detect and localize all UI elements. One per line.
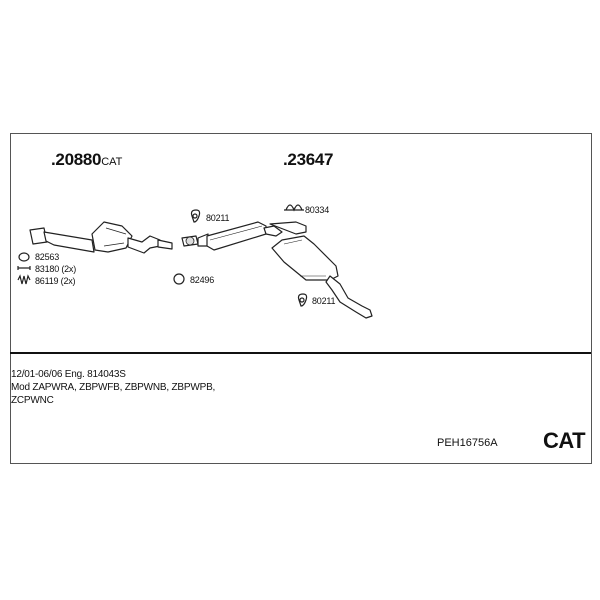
front-pipe-drawing bbox=[29, 221, 173, 254]
vehicle-info-line1: 12/01-06/06 Eng. 814043S bbox=[11, 369, 126, 380]
hanger-rear-label: 80211 bbox=[312, 296, 336, 306]
set-code: PEH16756A bbox=[437, 437, 498, 449]
top-border bbox=[10, 133, 591, 134]
hanger-rear-icon bbox=[297, 293, 308, 307]
cat-label: CAT bbox=[543, 428, 586, 453]
rubber-mount-icon bbox=[285, 204, 303, 212]
hanger-front-icon bbox=[190, 209, 201, 223]
bottom-border bbox=[10, 463, 591, 464]
hanger-front-label: 80211 bbox=[206, 213, 230, 223]
diagram-frame bbox=[10, 133, 592, 464]
part-number-rear-system: .23647 bbox=[283, 150, 334, 169]
rubber-mount-label: 80334 bbox=[305, 205, 330, 215]
fitting-icons bbox=[17, 204, 308, 307]
spring-label: 86119 (2x) bbox=[35, 276, 76, 286]
section-divider bbox=[10, 352, 591, 354]
front-pipe-number: .20880 bbox=[51, 150, 102, 169]
clamp-label: 82496 bbox=[190, 275, 215, 285]
vehicle-info-line3: ZCPWNC bbox=[11, 395, 54, 406]
front-pipe-suffix: CAT bbox=[101, 156, 123, 168]
bolt-icon bbox=[17, 266, 31, 270]
rear-system-drawing bbox=[181, 221, 373, 319]
clamp-icon bbox=[173, 273, 185, 285]
vehicle-info-line2: Mod ZAPWRA, ZBPWFB, ZBPWNB, ZBPWPB, bbox=[11, 382, 216, 393]
bolt-label: 83180 (2x) bbox=[35, 264, 77, 274]
gasket-label: 82563 bbox=[35, 252, 60, 262]
spring-icon bbox=[17, 274, 31, 285]
gasket-icon bbox=[18, 252, 30, 262]
part-number-front-pipe: .20880CAT bbox=[51, 150, 122, 170]
